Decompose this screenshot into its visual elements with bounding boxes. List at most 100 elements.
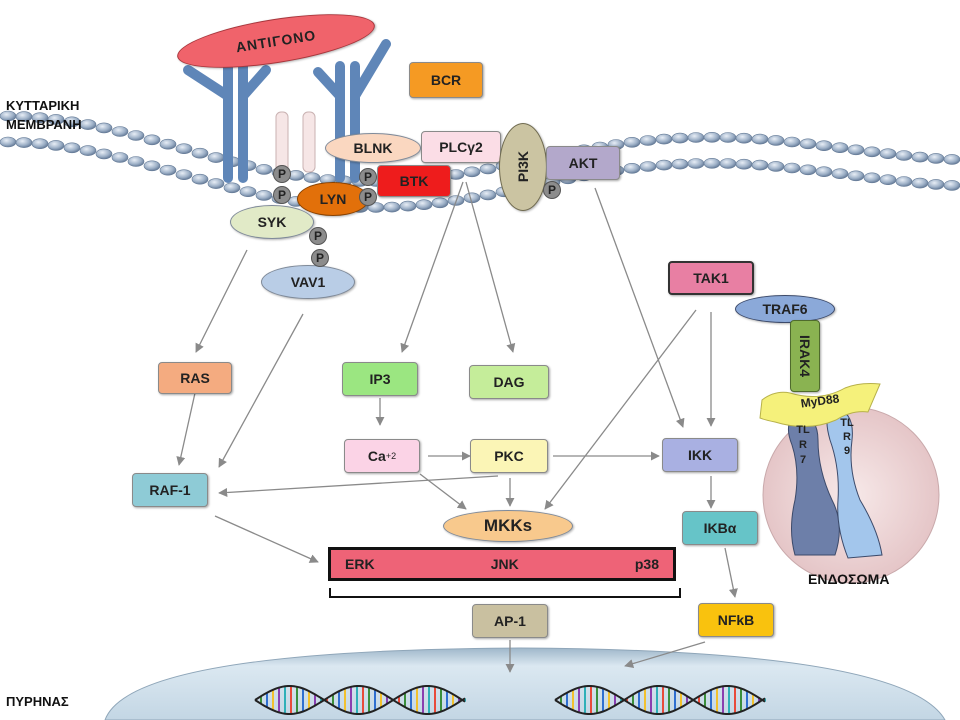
membrane-bead — [783, 162, 801, 174]
membrane-bead — [383, 201, 401, 213]
calcium-charge: +2 — [385, 451, 397, 461]
membrane-bead — [703, 158, 721, 169]
akt-node: AKT — [546, 146, 620, 180]
membrane-bead — [815, 140, 833, 151]
membrane-bead — [255, 164, 273, 175]
membrane-bead — [799, 138, 817, 150]
dna-helix — [254, 685, 466, 715]
membrane-bead — [479, 189, 497, 201]
signaling-arrows — [176, 181, 738, 673]
membrane-bead — [911, 151, 929, 163]
ikba-node: IKBα — [682, 511, 758, 545]
membrane-bead — [847, 144, 865, 156]
membrane-bead — [191, 147, 209, 159]
membrane-bead — [767, 135, 785, 146]
irak4-label: IRAK4 — [797, 334, 813, 377]
membrane-bead — [863, 172, 881, 184]
membrane-bead — [207, 152, 225, 163]
membrane-bead — [655, 133, 673, 145]
membrane-bead — [719, 158, 737, 169]
bcr-label: BCR — [409, 62, 483, 98]
membrane-bead — [895, 176, 913, 187]
membrane-bead — [399, 200, 417, 212]
membrane-bead — [239, 186, 257, 197]
membrane-bead — [143, 160, 161, 172]
membrane-bead — [847, 170, 865, 182]
membrane-bead — [719, 132, 737, 143]
membrane-bead — [127, 130, 145, 141]
plcg2-node: PLCγ2 — [421, 131, 501, 163]
phosphate-icon: P — [543, 181, 561, 199]
membrane-bead — [79, 145, 97, 156]
bcr-receptor — [183, 39, 391, 183]
membrane-label-line1: ΚΥΤΤΑΡΙΚΗ — [6, 98, 80, 113]
erk-label: ERK — [345, 556, 375, 572]
phosphate-icon: P — [359, 168, 377, 186]
membrane-bead — [79, 119, 97, 130]
calcium-node: Ca+2 — [344, 439, 420, 473]
membrane-bead — [111, 126, 129, 137]
nucleus-label: ΠΥΡΗΝΑΣ — [6, 694, 69, 709]
membrane-bead — [207, 178, 225, 189]
membrane-bead — [671, 158, 689, 170]
phosphate-icon: P — [273, 186, 291, 204]
membrane-bead — [191, 173, 209, 185]
membrane-bead — [463, 166, 481, 178]
membrane-bead — [831, 142, 849, 153]
irak4-node: IRAK4 — [790, 320, 820, 392]
membrane-bead — [127, 156, 145, 167]
ikk-node: IKK — [662, 438, 738, 472]
membrane-bead — [31, 138, 49, 149]
pi3k-label: PI3K — [515, 151, 531, 183]
membrane-bead — [911, 177, 929, 189]
ig-alpha-beta — [275, 111, 316, 173]
membrane-bead — [31, 112, 49, 123]
pkc-node: PKC — [470, 439, 548, 473]
raf1-node: RAF-1 — [132, 473, 208, 507]
membrane-bead — [15, 137, 33, 148]
membrane-label-line2: ΜΕΜΒΡΑΝΗ — [6, 117, 82, 132]
tlr9-label: TLR9 — [840, 417, 854, 457]
membrane-bead — [0, 136, 17, 148]
membrane-bead — [47, 140, 65, 151]
membrane-bead — [831, 168, 849, 179]
membrane-bead — [175, 143, 193, 154]
tak1-node: TAK1 — [668, 261, 754, 295]
membrane-bead — [255, 190, 273, 201]
tlr7-label: TLR7 — [796, 424, 810, 466]
dna-helices — [254, 685, 766, 715]
membrane-bead — [815, 166, 833, 177]
membrane-bead — [639, 161, 657, 172]
membrane-bead — [63, 142, 81, 154]
lyn-node: LYN — [297, 182, 369, 216]
phosphate-icon: P — [309, 227, 327, 245]
myd88-banner — [759, 383, 881, 427]
pi3k-node: PI3K — [499, 123, 547, 211]
membrane-bead — [943, 180, 960, 191]
membrane-bead — [623, 163, 641, 174]
mapk-bracket — [329, 588, 681, 598]
membrane-bead — [863, 146, 881, 158]
membrane-bead — [159, 164, 177, 176]
membrane-bead — [895, 150, 913, 161]
membrane-bead — [751, 133, 769, 145]
membrane-bead — [111, 152, 129, 163]
membrane-bead — [687, 132, 705, 143]
ras-node: RAS — [158, 362, 232, 394]
membrane-bead — [303, 172, 321, 183]
membrane-bead — [175, 169, 193, 180]
ip3-node: IP3 — [342, 362, 418, 396]
membrane-bead — [703, 132, 721, 143]
membrane-bead — [735, 132, 753, 144]
membrane-bead — [751, 159, 769, 171]
membrane-bead — [735, 158, 753, 170]
membrane-bead — [63, 116, 81, 128]
membrane-bead — [431, 197, 449, 209]
dag-node: DAG — [469, 365, 549, 399]
membrane-bead — [95, 148, 113, 160]
traf6-node: TRAF6 — [735, 295, 835, 323]
membrane-bead — [879, 174, 897, 185]
tlr9-receptor — [826, 407, 883, 559]
mapk-bar: ERK JNK p38 — [328, 547, 676, 581]
